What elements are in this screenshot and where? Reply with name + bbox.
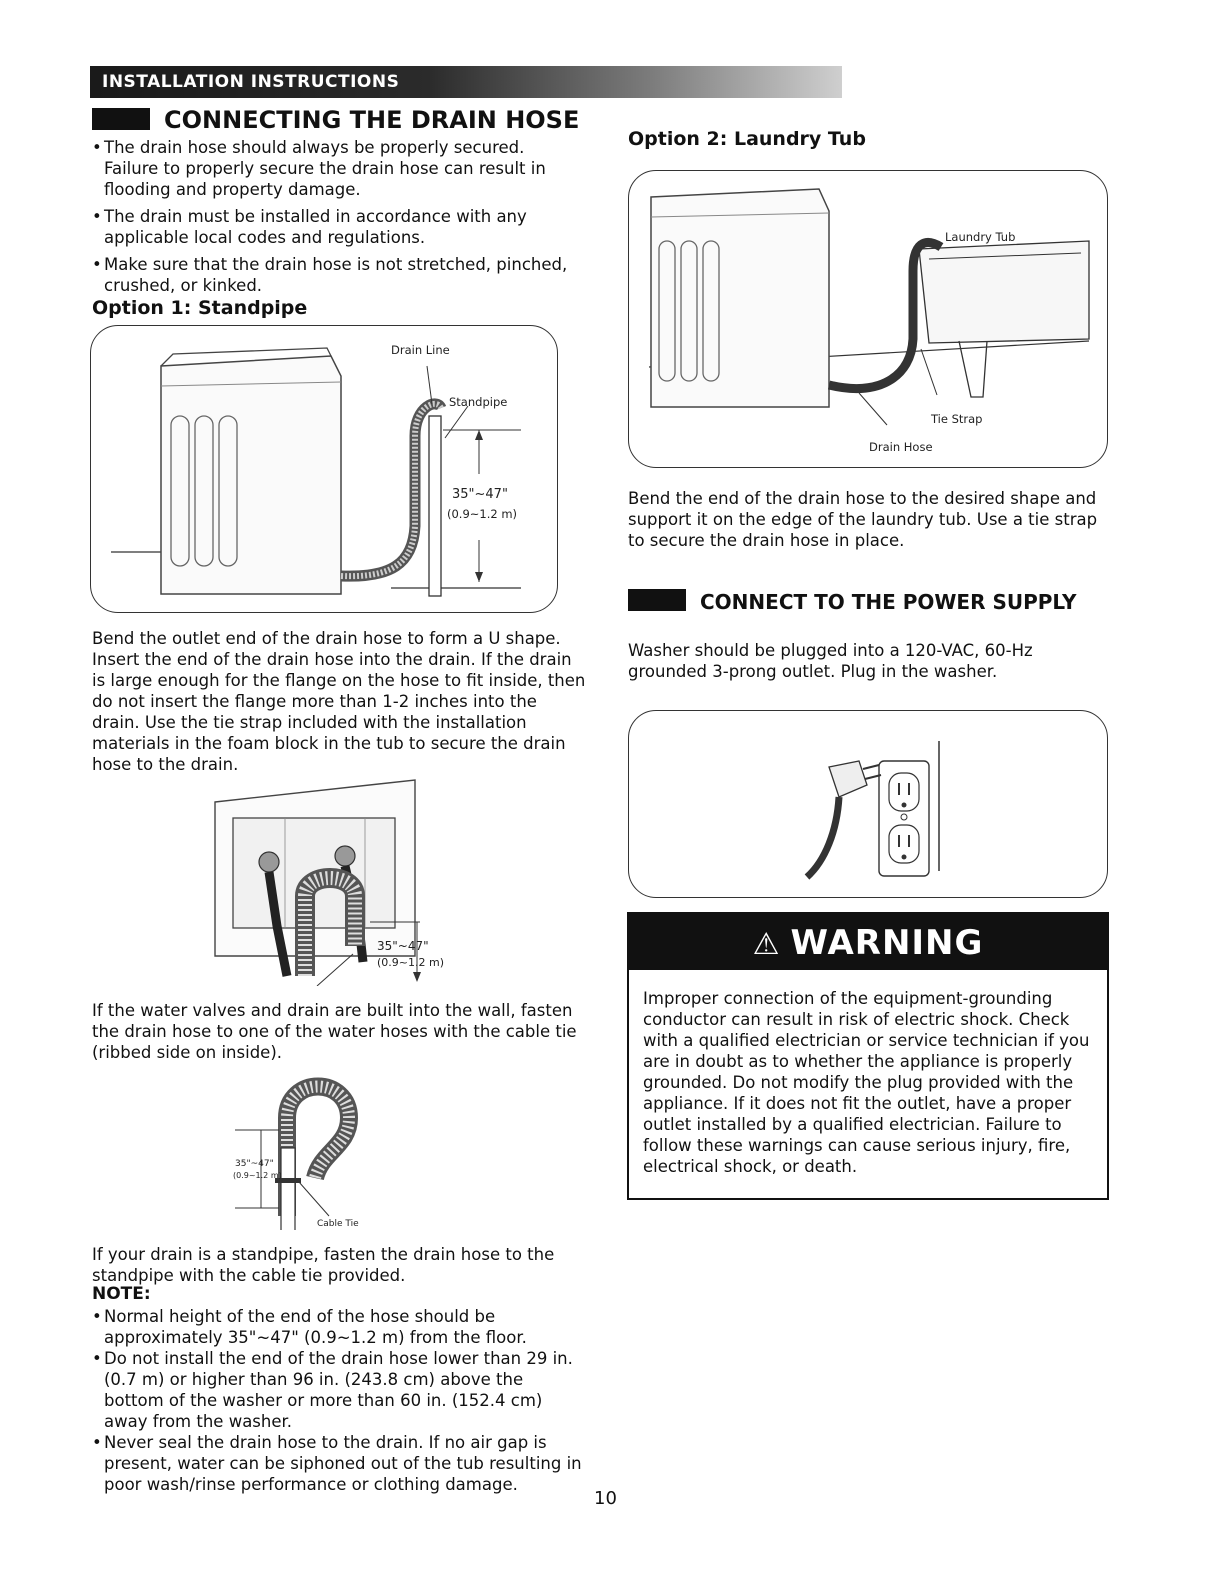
height-label: 35"~47" xyxy=(235,1159,274,1169)
option1-text: Bend the outlet end of the drain hose to… xyxy=(92,629,586,774)
section-marker xyxy=(628,589,686,611)
height-label: 35"~47" xyxy=(377,939,429,953)
drain-bullets: The drain hose should always be properly… xyxy=(92,137,582,302)
standpipe-drawing: Drain Line Standpipe 35"~47" (0.9~1.2 m) xyxy=(111,343,521,597)
wall-drain-text: If the water valves and drain are built … xyxy=(92,1001,577,1062)
standpipe-illustration: Drain Line Standpipe 35"~47" (0.9~1.2 m) xyxy=(90,325,558,613)
cable-tie-text: If your drain is a standpipe, fasten the… xyxy=(92,1245,555,1285)
laundry-tub-drawing: Laundry Tub Tie Strap Drain Hose xyxy=(648,188,1090,454)
drain-section-title-text: CONNECTING THE DRAIN HOSE xyxy=(164,106,580,134)
cable-tie-label: Cable Tie xyxy=(317,1219,359,1229)
warning-triangle-icon: ⚠ xyxy=(752,927,781,962)
option2-text: Bend the end of the drain hose to the de… xyxy=(628,489,1098,550)
warning-text: Improper connection of the equipment-gro… xyxy=(643,989,1090,1176)
power-section-title: CONNECT TO THE POWER SUPPLY xyxy=(628,589,1077,614)
laundry-tub-label: Laundry Tub xyxy=(945,230,1015,244)
section-marker xyxy=(92,108,150,130)
wall-drain-drawing: 35"~47" (0.9~1.2 m) xyxy=(214,779,444,986)
wall-drain-illustration: 35"~47" (0.9~1.2 m) xyxy=(205,776,455,986)
list-item: Normal height of the end of the hose sho… xyxy=(92,1306,587,1348)
height-metric-label: (0.9~1.2 m) xyxy=(377,956,444,969)
laundry-tub-illustration: Laundry Tub Tie Strap Drain Hose xyxy=(628,170,1108,468)
height-metric-label: (0.9~1.2 m) xyxy=(447,507,517,521)
power-section-title-text: CONNECT TO THE POWER SUPPLY xyxy=(700,590,1077,614)
warning-title: WARNING xyxy=(790,923,984,963)
list-item: The drain hose should always be properly… xyxy=(92,137,582,200)
list-item: Do not install the end of the drain hose… xyxy=(92,1348,587,1432)
warning-header: ⚠ WARNING xyxy=(629,914,1107,970)
option1-title: Option 1: Standpipe xyxy=(92,297,308,319)
standpipe-label: Standpipe xyxy=(449,395,507,409)
note-list: Normal height of the end of the hose sho… xyxy=(92,1306,587,1495)
height-metric-label: (0.9~1.2 m) xyxy=(233,1171,282,1180)
page-number: 10 xyxy=(594,1488,617,1509)
section-banner: INSTALLATION INSTRUCTIONS xyxy=(90,66,842,98)
plug-drawing xyxy=(804,741,940,880)
plug-illustration xyxy=(628,710,1108,898)
list-item: The drain must be installed in accordanc… xyxy=(92,206,582,248)
drain-line-label: Drain Line xyxy=(391,343,450,357)
tie-strap-label: Tie Strap xyxy=(930,412,982,426)
option2-title: Option 2: Laundry Tub xyxy=(628,128,866,150)
height-label: 35"~47" xyxy=(452,487,508,502)
cable-tie-drawing: 35"~47" (0.9~1.2 m) Cable Tie xyxy=(233,1077,359,1230)
drain-hose-label: Drain Hose xyxy=(869,440,933,454)
list-item: Make sure that the drain hose is not str… xyxy=(92,254,582,296)
warning-box: ⚠ WARNING Improper connection of the equi… xyxy=(627,912,1109,1200)
list-item: Never seal the drain hose to the drain. … xyxy=(92,1432,587,1495)
note-title: NOTE: xyxy=(92,1284,151,1304)
cable-tie-illustration: 35"~47" (0.9~1.2 m) Cable Tie xyxy=(225,1068,385,1230)
drain-section-title: CONNECTING THE DRAIN HOSE xyxy=(92,106,579,134)
power-text: Washer should be plugged into a 120-VAC,… xyxy=(628,641,1033,681)
